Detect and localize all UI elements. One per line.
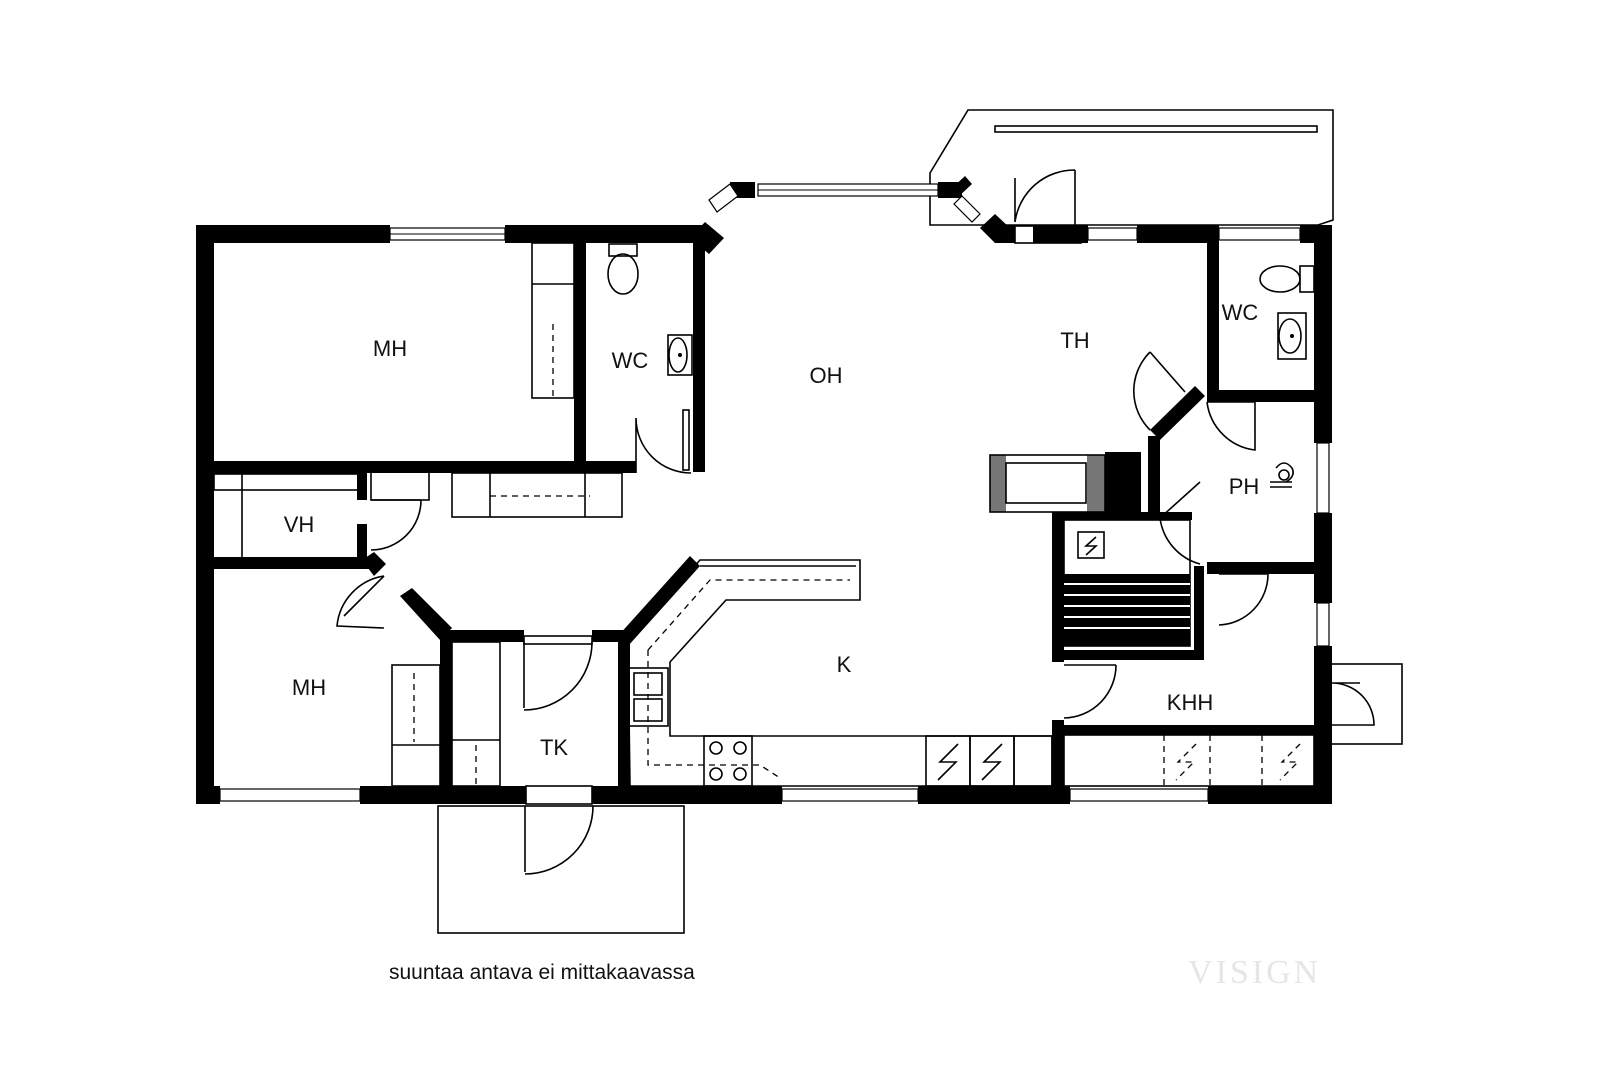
sauna-heater-icon <box>1077 531 1105 559</box>
terrace-entrance <box>437 805 685 934</box>
room-label-tk: TK <box>540 735 568 760</box>
exterior-walls <box>196 176 1332 804</box>
room-label-mh-top: MH <box>373 336 407 361</box>
door-ph-top <box>1206 401 1256 451</box>
door-mh-bottom <box>336 575 385 629</box>
door-terrace-top <box>1014 169 1076 226</box>
terrace-rail <box>994 125 1318 133</box>
wardrobe-mh-bottom <box>391 664 441 787</box>
door-th <box>1133 351 1186 431</box>
appliance-1 <box>925 735 971 787</box>
door-khh-lower <box>1063 664 1117 719</box>
door-khh-upper <box>1218 573 1269 626</box>
door-ph-bottom <box>1159 481 1201 565</box>
kitchen-sink-icon <box>627 667 669 727</box>
fireplace-icon <box>990 455 1006 512</box>
door-exterior-right <box>1331 682 1375 726</box>
stove-icon <box>703 735 753 787</box>
room-label-th: TH <box>1060 328 1089 353</box>
room-label-vh: VH <box>284 512 315 537</box>
door-tk <box>523 641 593 711</box>
doors <box>336 169 1375 875</box>
door-entrance <box>524 805 594 875</box>
room-labels: MH WC OH TH WC PH VH MH K TK KHH <box>284 300 1260 760</box>
room-label-khh: KHH <box>1167 690 1213 715</box>
door-wc-left <box>635 417 692 474</box>
kitchen-counter <box>627 559 1053 787</box>
appliance-2 <box>969 735 1015 787</box>
shower-icon <box>1270 462 1294 488</box>
hall-cabinet <box>451 472 623 518</box>
interior-walls <box>214 240 1332 788</box>
terrace-top-right <box>929 109 1334 226</box>
toilet-tank-left <box>608 243 638 257</box>
toilet-right-icon <box>1259 265 1301 293</box>
toilet-left-icon <box>607 253 639 295</box>
windows <box>219 183 1330 802</box>
fixtures <box>213 242 1315 787</box>
room-label-wc-left: WC <box>612 348 649 373</box>
sink-left-icon <box>668 337 688 373</box>
watermark-logo: VISIGN <box>1188 954 1321 991</box>
wardrobe-mh-top <box>531 242 575 399</box>
room-label-ph: PH <box>1229 474 1260 499</box>
room-label-mh-bottom: MH <box>292 675 326 700</box>
terraces <box>437 109 1403 934</box>
terrace-right-step <box>1327 663 1403 745</box>
room-label-oh: OH <box>810 363 843 388</box>
room-label-wc-right: WC <box>1222 300 1259 325</box>
sink-right-icon <box>1278 318 1302 354</box>
door-vh <box>370 499 422 551</box>
room-label-k: K <box>837 652 852 677</box>
scale-caption: suuntaa antava ei mittakaavassa <box>389 961 695 984</box>
